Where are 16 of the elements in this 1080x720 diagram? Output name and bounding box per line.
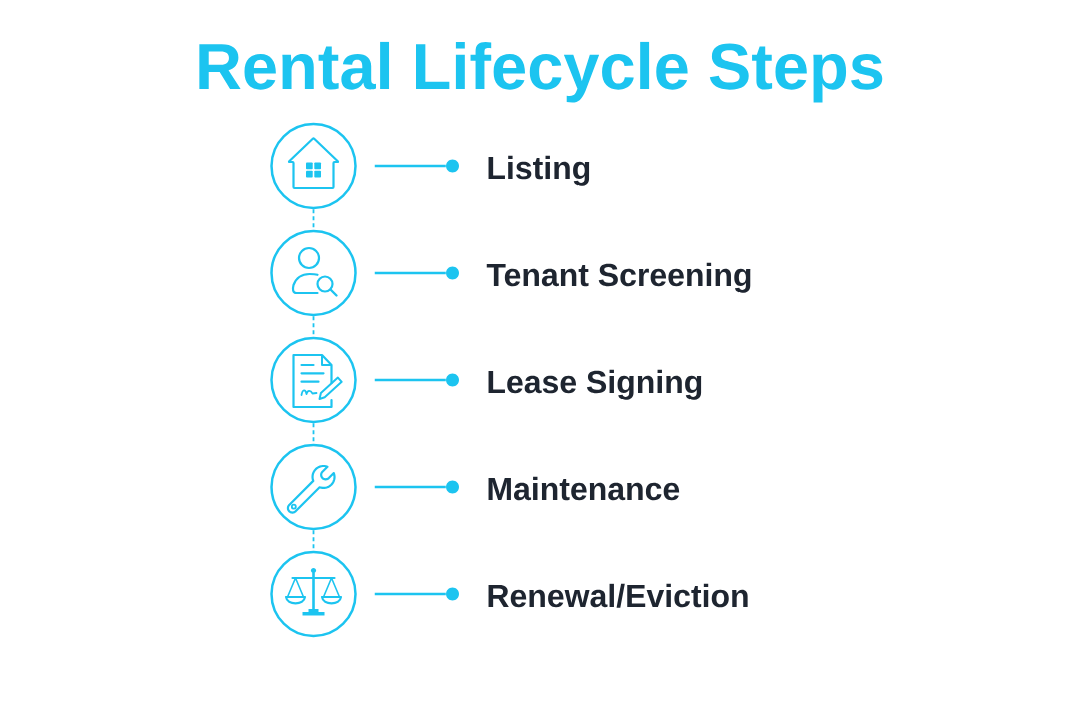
- connector-line: [374, 164, 446, 168]
- connector-line: [374, 271, 446, 275]
- step-label: Listing: [488, 155, 590, 186]
- step-circle: [270, 550, 357, 638]
- step-circle: [270, 229, 357, 317]
- step-circle: [270, 336, 357, 424]
- step-label: Maintenance: [488, 476, 680, 501]
- connector-line: [374, 485, 446, 489]
- connector-line: [374, 378, 446, 382]
- step-circle: [270, 443, 357, 531]
- title: Rental Lifecycle Steps: [199, 41, 883, 103]
- step-label: Lease Signing: [488, 369, 702, 400]
- connector-line: [374, 592, 446, 596]
- step-label: Renewal/Eviction: [488, 583, 748, 608]
- step-circle: [270, 122, 357, 210]
- step-label: Tenant Screening: [486, 262, 751, 293]
